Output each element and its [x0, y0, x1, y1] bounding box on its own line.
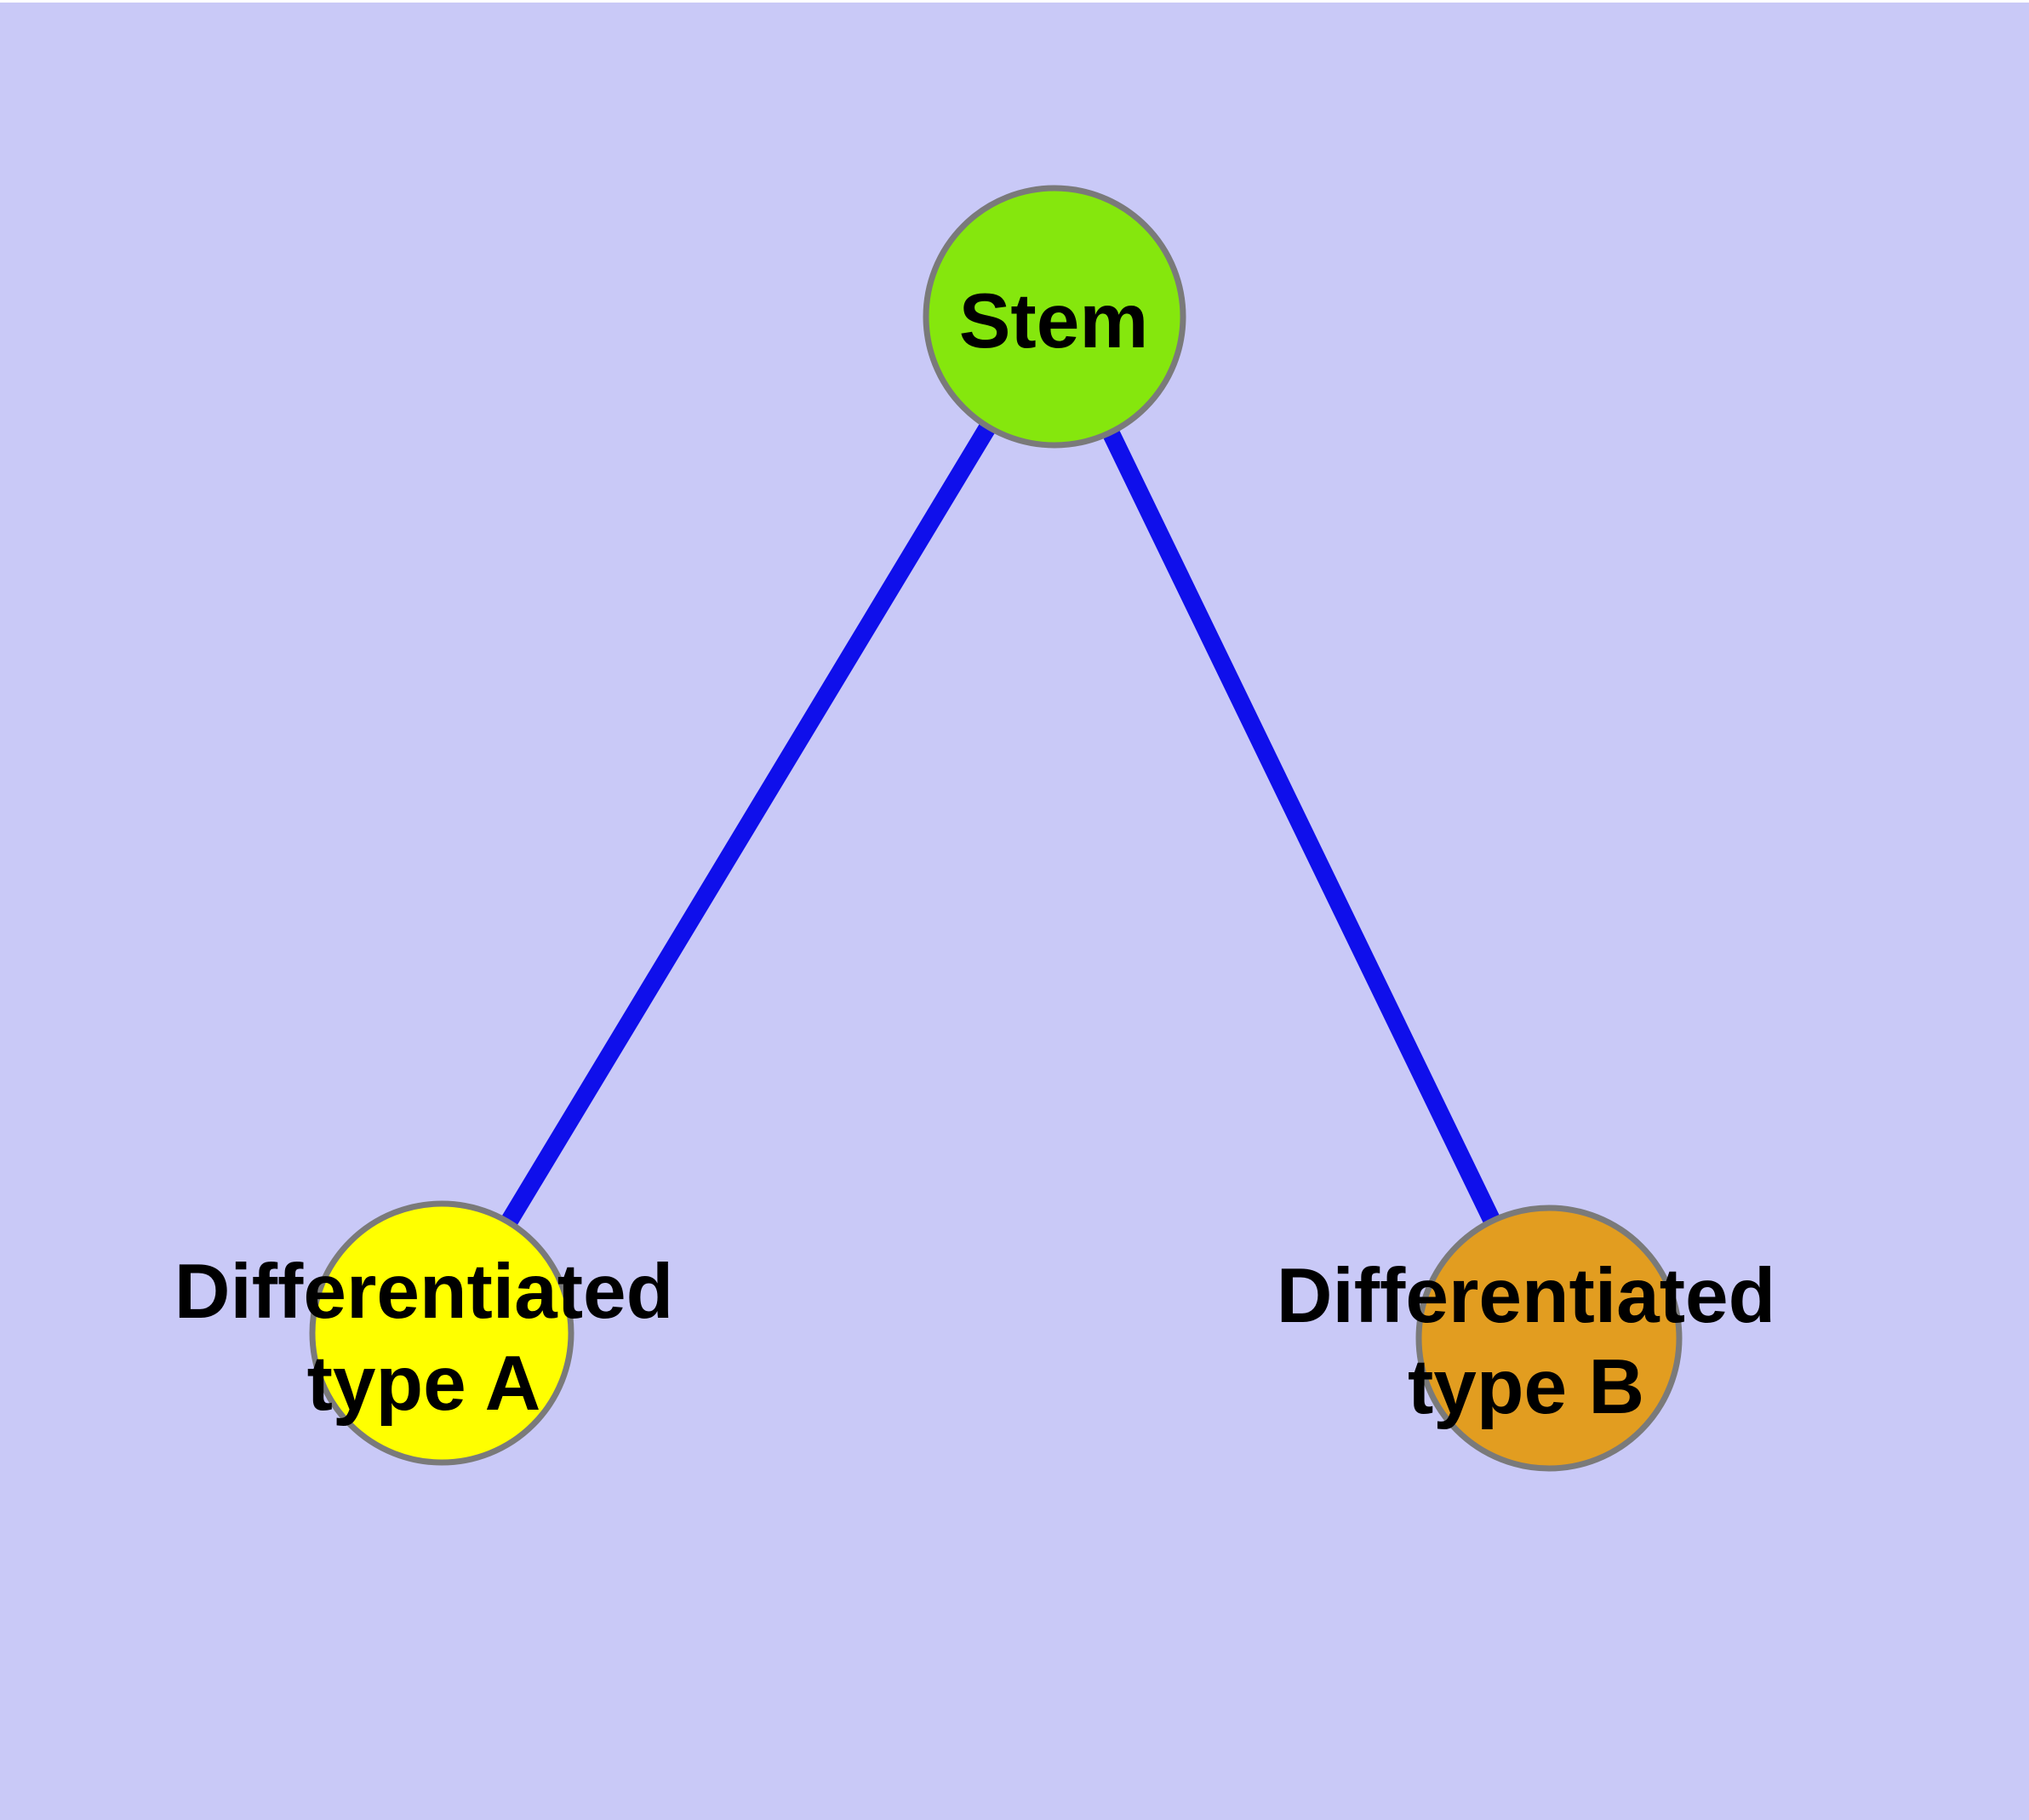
node-differentiated-type-a-label-line1: Differentiated: [174, 1249, 674, 1335]
node-differentiated-type-a-circle: [309, 1200, 574, 1466]
node-differentiated-type-a-label-line2: type A: [307, 1341, 541, 1427]
node-differentiated-type-b-circle: [1415, 1205, 1683, 1472]
node-stem-label: Stem: [959, 278, 1149, 364]
node-differentiated-type-b-label-line1: Differentiated: [1277, 1253, 1776, 1339]
edge-stem-to-type-a-line: [434, 312, 1062, 1338]
node-differentiated-type-b-label-line2: type B: [1408, 1344, 1644, 1430]
node-stem-circle: [923, 185, 1186, 449]
edge-stem-to-type-b-line: [1046, 312, 1557, 1342]
